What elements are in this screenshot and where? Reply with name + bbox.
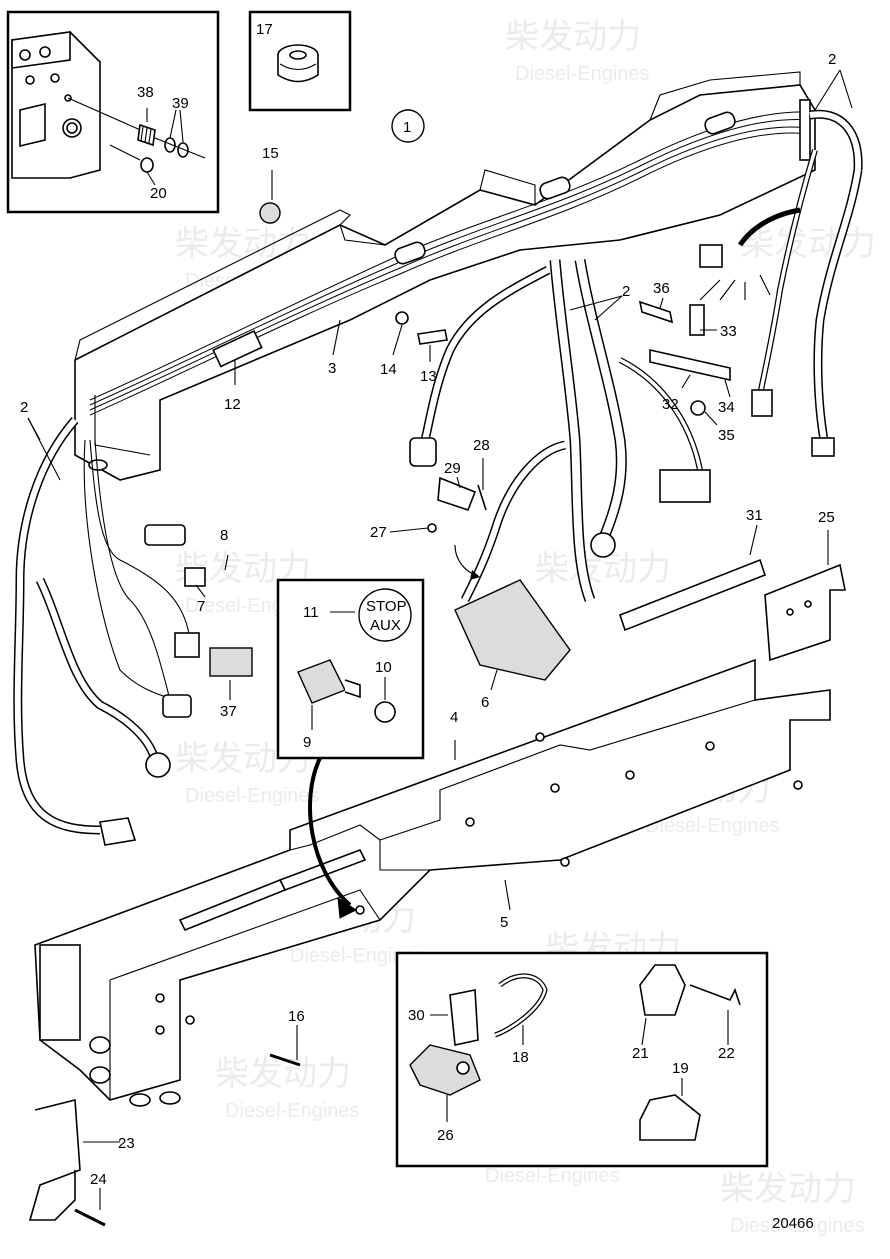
callout-6: 6 (481, 694, 489, 711)
part-20-washer (140, 157, 154, 173)
watermark-en-11: Diesel-Engines (485, 1165, 620, 1187)
part-26-clamp (409, 1044, 481, 1096)
callout-9: 9 (303, 734, 311, 751)
callout-13: 13 (420, 368, 437, 385)
decal-aux-text: AUX (370, 617, 401, 634)
reference-circle: 1 (391, 109, 425, 143)
callout-11: 11 (303, 604, 319, 621)
callout-22: 22 (718, 1045, 735, 1062)
callout-15: 15 (262, 145, 279, 162)
callout-2-center: 2 (622, 283, 630, 300)
callout-37: 37 (220, 703, 237, 720)
callout-18: 18 (512, 1049, 529, 1066)
watermark-en-10: Diesel-Engines (225, 1100, 360, 1122)
callout-5: 5 (500, 914, 508, 931)
beam-4-5 (34, 658, 831, 1107)
part-14-washer (395, 311, 409, 325)
callout-30: 30 (408, 1007, 425, 1024)
part-39-o-rings (154, 137, 206, 159)
watermark-en-6: Diesel-Engines (185, 785, 320, 807)
part-31-bar (619, 558, 766, 632)
part-10-bulb (374, 701, 396, 723)
watermark-en-8: Diesel-Engines (290, 945, 425, 967)
callout-33: 33 (720, 323, 737, 340)
watermark-cn-10: 柴发动力 (215, 1055, 351, 1093)
part-32-bracket (649, 349, 731, 381)
wiring-bundle (89, 99, 811, 416)
callout-35: 35 (718, 427, 735, 444)
part-29-clamp (437, 476, 477, 511)
part-27-nut (427, 523, 437, 533)
part-15-grommet (259, 202, 281, 224)
callout-20: 20 (150, 185, 167, 202)
callout-28: 28 (473, 437, 490, 454)
part-7-relay (184, 567, 206, 587)
part-36-bolt (638, 300, 674, 324)
watermark-en-1: Diesel-Engines (515, 63, 650, 85)
callout-32: 32 (662, 396, 679, 413)
reference-circle-label: 1 (403, 119, 411, 136)
part-30-bolt (449, 989, 479, 1046)
callout-25: 25 (818, 509, 835, 526)
decal-stop-text: STOP (366, 598, 407, 615)
inset-grommet-17: 17 (248, 10, 352, 112)
callout-29: 29 (444, 460, 461, 477)
callout-23: 23 (118, 1135, 135, 1152)
callout-3: 3 (328, 360, 336, 377)
part-16-bolt (269, 1053, 301, 1067)
part-13-bolt (417, 329, 448, 345)
part-35-nut (690, 400, 706, 416)
callout-7: 7 (197, 598, 205, 615)
callout-34: 34 (718, 399, 735, 416)
part-6-connector-block (454, 579, 571, 681)
part-connector-35 (659, 469, 711, 503)
watermark-en-7: Diesel-Engines (645, 815, 780, 837)
leader-lines (27, 69, 853, 1210)
callout-19: 19 (672, 1060, 689, 1077)
callout-8: 8 (220, 527, 228, 544)
watermark-cn-3: 柴发动力 (740, 225, 876, 263)
callout-16: 16 (288, 1008, 305, 1025)
arrow-to-panel (308, 757, 352, 907)
inset-stop-button: STOP AUX 11 10 9 (276, 578, 425, 760)
watermark-cn-12: 柴发动力 (720, 1170, 856, 1208)
watermark-en-12: Diesel-Engines (730, 1215, 865, 1237)
part-25-plate (764, 563, 846, 662)
callout-17: 17 (256, 21, 273, 38)
inset-clamps: 30 18 21 22 19 26 (395, 951, 769, 1168)
watermark-cn-1: 柴发动力 (505, 18, 641, 56)
callout-10: 10 (375, 659, 392, 676)
callout-2-left: 2 (20, 399, 28, 416)
part-21-clamp (639, 964, 686, 1016)
callout-39: 39 (172, 95, 189, 112)
callout-4: 4 (450, 709, 458, 726)
part-24-bolt (74, 1208, 106, 1227)
part-11-decal (358, 588, 412, 642)
callout-21: 21 (632, 1045, 649, 1062)
part-12-connector (212, 330, 263, 368)
callout-24: 24 (90, 1171, 107, 1188)
inset-engine-block: 38 39 20 (6, 10, 220, 214)
part-38-plug (137, 123, 156, 147)
callout-labels: 2 2 2 3 4 5 6 7 8 12 13 14 15 16 23 24 2… (20, 51, 836, 1232)
part-22-bolt (689, 984, 741, 1006)
callout-2-top-right: 2 (828, 51, 836, 68)
drawing-number: 20466 (772, 1215, 814, 1232)
callout-38: 38 (137, 84, 154, 101)
callout-26: 26 (437, 1127, 454, 1144)
callout-36: 36 (653, 280, 670, 297)
small-parts (28, 202, 846, 1227)
part-37-relay (209, 647, 253, 677)
part-19-clip (639, 1094, 701, 1141)
part-33-screw (689, 304, 705, 336)
part-23-bracket (28, 1098, 81, 1221)
callout-27: 27 (370, 524, 387, 541)
callout-12: 12 (224, 396, 241, 413)
callout-31: 31 (746, 507, 763, 524)
callout-14: 14 (380, 361, 397, 378)
part-8-plug (144, 524, 186, 546)
harness-branches (13, 109, 863, 846)
